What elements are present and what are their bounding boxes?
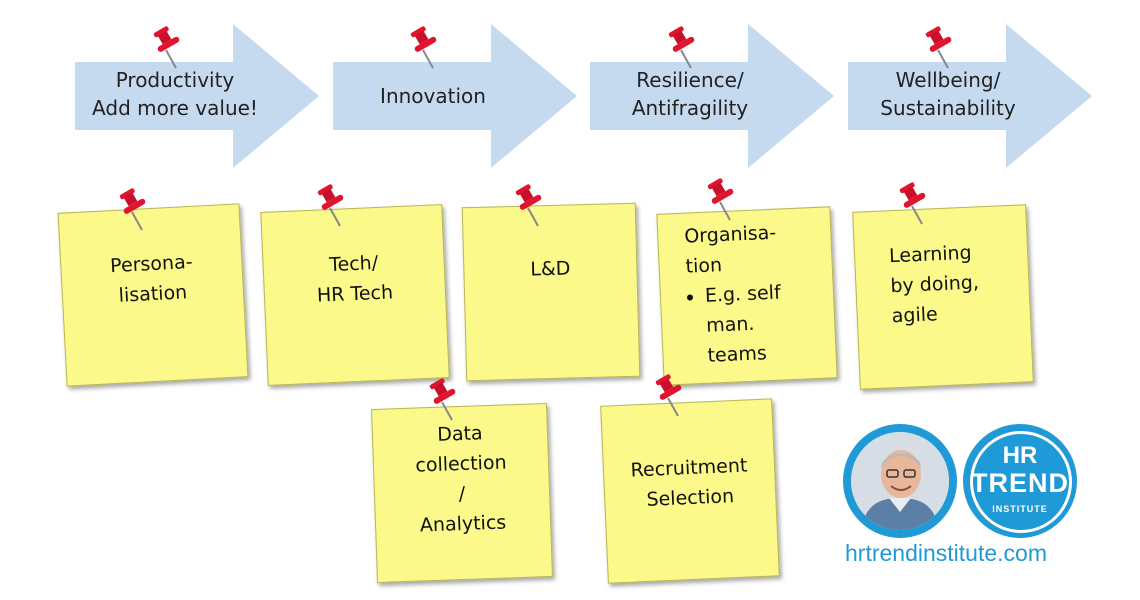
arrow-label-line1: Wellbeing/ [895, 68, 1001, 92]
note-line: Selection [646, 485, 735, 511]
bullet-line: E.g. self [704, 281, 782, 307]
note-line: Analytics [419, 511, 507, 537]
note-hr-tech: Tech/ HR Tech [260, 204, 450, 386]
bullet-list: E.g. self man. teams [686, 275, 836, 371]
pushpin-icon [655, 374, 682, 417]
pushpin-icon [410, 26, 437, 69]
arrow-label-line1: Innovation [380, 84, 486, 108]
hr-trend-institute-logo: HR TREND INSTITUTE [963, 424, 1077, 538]
pushpin-icon [153, 26, 180, 69]
pushpin-icon [515, 184, 542, 227]
bullet-item: E.g. self man. teams [704, 275, 836, 370]
arrow-label-line1: Resilience/ [636, 68, 744, 92]
arrow-label-line2: Add more value! [92, 96, 258, 120]
arrow-innovation: Innovation [333, 22, 581, 170]
pushpin-icon [317, 184, 344, 227]
portrait-avatar [843, 424, 957, 538]
person-icon [851, 432, 949, 530]
pushpin-icon [925, 26, 952, 69]
pushpin-icon [668, 26, 695, 69]
pushpin-icon [119, 188, 146, 231]
note-data-analytics: Data collection / Analytics [371, 402, 553, 584]
note-learning: Learning by doing, agile [852, 204, 1034, 390]
arrow-wellbeing: Wellbeing/ Sustainability [848, 22, 1096, 170]
note-ld: L&D [461, 202, 641, 382]
note-recruitment: Recruitment Selection [600, 398, 780, 584]
note-line: L&D [530, 257, 571, 281]
pushpin-icon [429, 378, 456, 421]
arrow-label-line1: Productivity [115, 68, 235, 92]
arrow-productivity: Productivity Add more value! [75, 22, 323, 170]
bullet-line: teams [707, 342, 768, 367]
website-url: hrtrendinstitute.com [845, 540, 1047, 566]
note-organisation: Organisa- tion E.g. self man. teams [656, 206, 838, 386]
logo-hr-text: HR [1002, 442, 1038, 469]
pushpin-icon [707, 178, 734, 221]
arrow-resilience: Resilience/ Antifragility [590, 22, 838, 170]
logo-ring [970, 431, 1072, 533]
note-personalisation: Persona- lisation [57, 203, 249, 387]
logo-institute-text: INSTITUTE [992, 504, 1048, 514]
note-line: HR Tech [316, 281, 394, 307]
arrow-label-line2: Antifragility [631, 96, 749, 120]
bullet-line: man. [705, 312, 755, 337]
pushpin-icon [899, 182, 926, 225]
note-line: agile [891, 303, 939, 328]
logo-trend-text: TREND [971, 468, 1069, 498]
arrow-label-line2: Sustainability [880, 96, 1016, 120]
